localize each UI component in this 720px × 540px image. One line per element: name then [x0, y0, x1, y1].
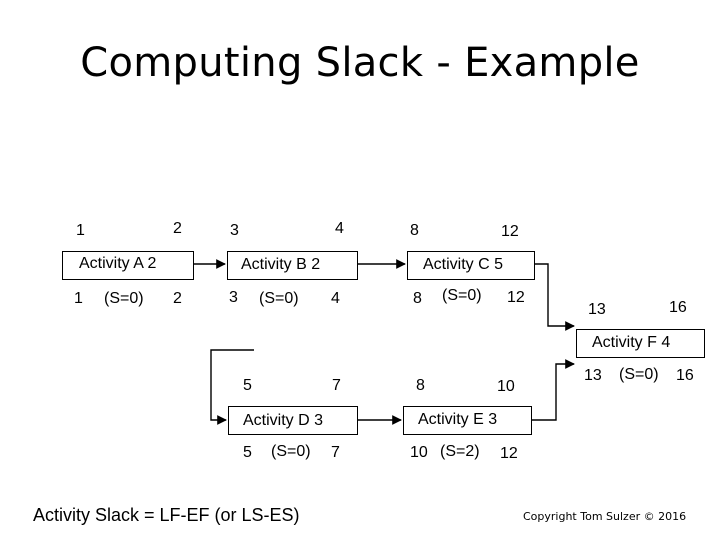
activity-c-es: 8 — [410, 222, 419, 239]
activity-b-lf: 4 — [331, 290, 340, 307]
activity-a-box — [62, 251, 194, 280]
activity-f-ls: 13 — [584, 367, 602, 384]
activity-f-lf: 16 — [676, 367, 694, 384]
activity-f-slack: (S=0) — [619, 366, 659, 383]
activity-d-lf: 7 — [331, 444, 340, 461]
activity-b-slack: (S=0) — [259, 290, 299, 307]
activity-f-es: 13 — [588, 301, 606, 318]
activity-b-ef: 4 — [335, 220, 344, 237]
activity-f-box — [576, 329, 705, 358]
activity-d-es: 5 — [243, 377, 252, 394]
activity-a-slack: (S=0) — [104, 290, 144, 307]
activity-a-es: 1 — [76, 222, 85, 239]
activity-e-ef: 10 — [497, 378, 515, 395]
activity-d-ef: 7 — [332, 377, 341, 394]
activity-c-box — [407, 251, 535, 280]
activity-a-ls: 1 — [74, 290, 83, 307]
activity-d-box — [228, 406, 358, 435]
activity-e-slack: (S=2) — [440, 443, 480, 460]
activity-e-box — [403, 406, 532, 435]
activity-d-label: Activity D 3 — [243, 412, 324, 429]
activity-e-label: Activity E 3 — [418, 411, 498, 428]
activity-c-ef: 12 — [501, 223, 519, 240]
activity-b-label: Activity B 2 — [241, 256, 321, 273]
activity-f-ef: 16 — [669, 299, 687, 316]
activity-e-ls: 10 — [410, 444, 428, 461]
activity-a-ef: 2 — [173, 220, 182, 237]
arrow-c-to-f — [534, 263, 575, 331]
slack-formula: Activity Slack = LF-EF (or LS-ES) — [33, 505, 300, 525]
page-title: Computing Slack - Example — [80, 40, 640, 86]
activity-c-lf: 12 — [507, 289, 525, 306]
activity-e-lf: 12 — [500, 445, 518, 462]
activity-b-es: 3 — [230, 222, 239, 239]
activity-e-es: 8 — [416, 377, 425, 394]
activity-d-slack: (S=0) — [271, 443, 311, 460]
activity-a-lf: 2 — [173, 290, 182, 307]
activity-a-label: Activity A 2 — [79, 255, 157, 272]
activity-c-ls: 8 — [413, 290, 422, 307]
activity-d-ls: 5 — [243, 444, 252, 461]
activity-f-label: Activity F 4 — [592, 334, 671, 351]
activity-b-box — [227, 251, 358, 280]
arrow-e-to-f — [531, 359, 575, 421]
activity-b-ls: 3 — [229, 289, 238, 306]
activity-c-slack: (S=0) — [442, 287, 482, 304]
arrow-b-to-d — [210, 349, 254, 425]
copyright-notice: Copyright Tom Sulzer © 2016 — [523, 510, 687, 523]
activity-c-label: Activity C 5 — [423, 256, 504, 273]
